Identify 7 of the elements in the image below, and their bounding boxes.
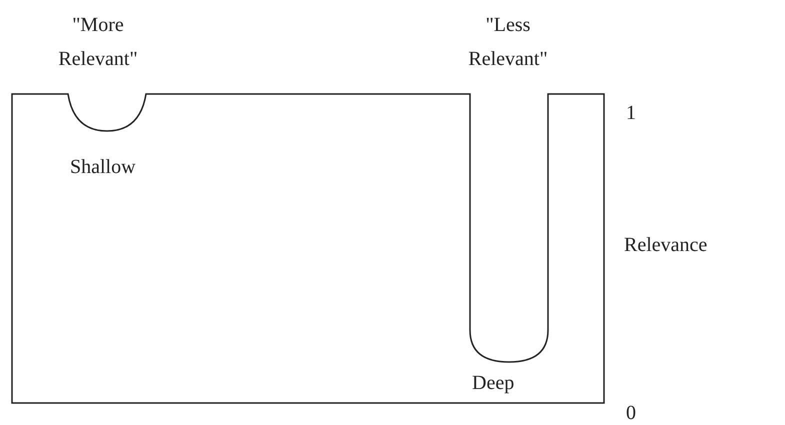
region-label: "More Relevant" — [57, 13, 139, 72]
axis-label: Relevance — [624, 233, 708, 258]
scale-value: 1 — [626, 101, 637, 126]
scale-value: 0 — [626, 401, 637, 425]
depth-label: Shallow — [70, 155, 137, 180]
region-label: "Less Relevant" — [467, 13, 549, 72]
depth-label: Deep — [472, 371, 516, 396]
